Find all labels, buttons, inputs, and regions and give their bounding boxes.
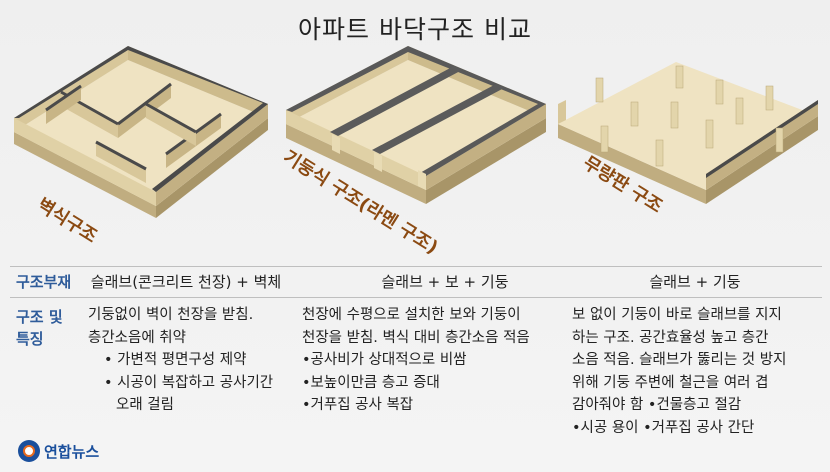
outer-wall: [558, 100, 566, 124]
member-col-1: 슬래브(콘크리트 천장) + 벽체: [90, 273, 282, 291]
inner-wall: [96, 142, 146, 183]
columns: [595, 65, 784, 167]
feature-bullet: 오래 걸림: [116, 397, 174, 413]
feature-line: 천장에 수평으로 설치한 보와 기둥이: [302, 307, 521, 323]
member-col-2: 슬래브 + 보 + 기둥: [381, 273, 509, 291]
feature-col-2: 천장에 수평으로 설치한 보와 기둥이 천장을 받침. 벽식 대비 층간소음 적…: [302, 304, 570, 417]
inner-wall-top: [95, 140, 147, 171]
feature-bullet: •보높이만큼 층고 증대: [302, 374, 440, 391]
flat-plate-structure-illustration: 무량판 구조: [556, 58, 826, 258]
feature-bullet: • 시공이 복잡하고 공사기간: [104, 374, 274, 391]
inner-wall: [118, 84, 171, 138]
feature-col-3: 보 없이 기둥이 바로 슬래브를 지지 하는 구조. 공간효율성 높고 층간 소…: [572, 304, 822, 439]
member-label: 구조부재: [16, 273, 72, 291]
column-beam-structure-diagram: 기둥식 구조(라멘 구조): [279, 46, 546, 259]
feature-label: 구조 및 특징: [16, 306, 63, 350]
member-row: 구조부재 슬래브(콘크리트 천장) + 벽체 슬래브 + 보 + 기둥 슬래브 …: [0, 268, 830, 296]
logo-text: 연합뉴스: [44, 442, 100, 461]
feature-line: 천장을 받침. 벽식 대비 층간소음 적음: [302, 329, 530, 346]
feature-line: 보 없이 기둥이 바로 슬래브를 지지: [572, 307, 782, 323]
feature-line: 감아줘야 함 •건물층고 절감: [572, 397, 742, 413]
outer-wall: [14, 118, 156, 206]
inner-wall-top: [145, 102, 197, 134]
feature-bullet: •공사비가 상대적으로 비쌈: [302, 352, 467, 368]
inner-wall-top: [117, 82, 172, 126]
outer-wall: [128, 46, 268, 118]
feature-col-1: 기둥없이 벽이 천장을 받침. 층간소음에 취약 • 가변적 평면구성 제약 •…: [88, 304, 298, 417]
structure-label: 벽식구조: [33, 194, 100, 247]
slab-edge: [286, 124, 426, 204]
slab-edge: [706, 116, 818, 204]
divider-top: [10, 266, 822, 267]
slab-edge: [14, 132, 156, 218]
inner-wall: [46, 86, 81, 124]
column: [332, 134, 340, 154]
column-beam-structure-illustration: 기둥식 구조(라멘 구조): [279, 46, 552, 259]
logo-icon: [18, 440, 40, 462]
member-col-3: 슬래브 + 기둥: [649, 273, 741, 291]
feature-bullet: • 가변적 평면구성 제약: [104, 352, 247, 368]
flat-plate-structure-diagram: 무량판 구조: [558, 62, 818, 217]
page-title: 아파트 바닥구조 비교: [298, 15, 532, 44]
feature-line: 하는 구조. 공간효율성 높고 층간: [572, 329, 769, 346]
slab-edge: [426, 118, 546, 204]
wall-structure-illustration: 벽식구조: [6, 46, 276, 258]
column: [374, 152, 382, 172]
outer-wall: [426, 104, 546, 190]
outer-wall: [286, 110, 426, 190]
feature-line: •시공 용이 •거푸집 공사 간단: [572, 419, 755, 436]
beam: [330, 66, 462, 136]
slab-edge: [558, 124, 706, 204]
feature-line: 위해 기둥 주변에 철근을 여러 겹: [572, 374, 769, 391]
column: [418, 170, 426, 190]
feature-label-line-2: 특징: [16, 330, 44, 348]
slab-edge: [156, 118, 268, 218]
wall-structure-diagram: 벽식구조: [14, 46, 268, 247]
outer-wall: [156, 104, 268, 206]
divider-middle: [10, 297, 822, 298]
publisher-logo: 연합뉴스: [18, 438, 99, 464]
feature-line: 소음 적음. 슬래브가 뚫리는 것 방지: [572, 352, 787, 368]
feature-line: 층간소음에 취약: [88, 329, 186, 346]
feature-bullet: •거푸집 공사 복잡: [302, 397, 414, 413]
inner-wall: [146, 104, 196, 146]
outer-wall-top: [706, 100, 818, 178]
beam: [372, 84, 504, 154]
inner-wall-top: [45, 84, 82, 112]
beam: [286, 46, 546, 176]
feature-line: 기둥없이 벽이 천장을 받침.: [88, 307, 254, 323]
feature-label-line-1: 구조 및: [16, 308, 63, 326]
